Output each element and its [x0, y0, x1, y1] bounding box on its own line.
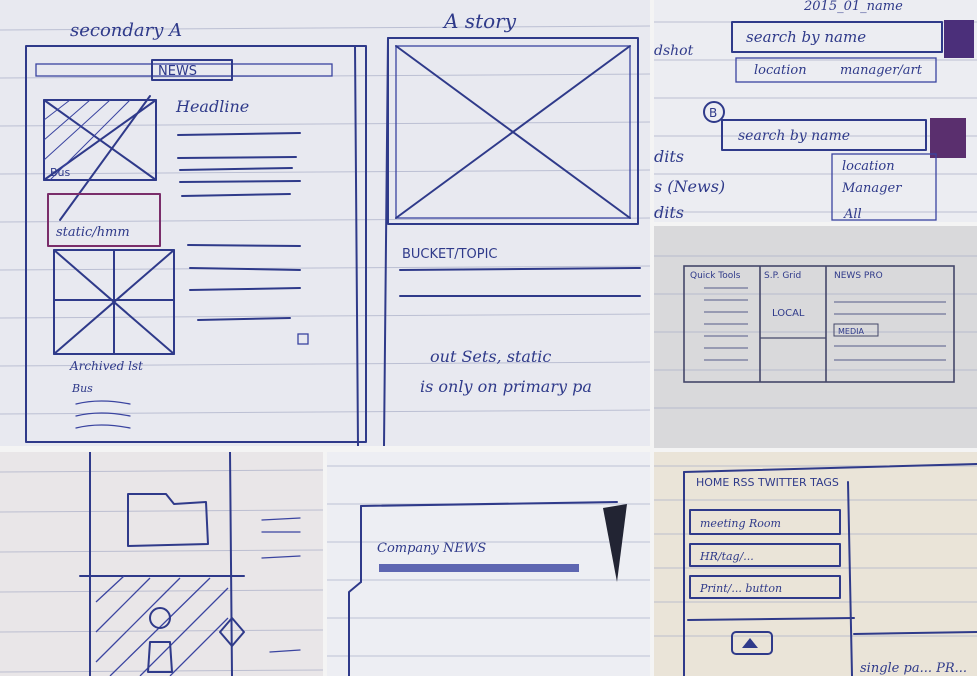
tab-a-1: location — [754, 63, 807, 78]
headline-label: Headline — [175, 97, 249, 116]
note-line-1: out Sets, static — [430, 347, 551, 366]
btn-1: meeting Room — [700, 517, 781, 530]
dark-square — [944, 20, 974, 58]
col1-title: Quick Tools — [690, 271, 741, 281]
nav-row: HOME RSS TWITTER TAGS — [696, 476, 839, 489]
diamond-icon — [219, 617, 245, 647]
col3-tag: MEDIA — [838, 327, 864, 336]
photo-company-news-sketch: Company NEWS — [327, 452, 650, 676]
tab-a-2: manager/art — [840, 63, 923, 78]
dark-wedge — [603, 504, 627, 582]
photo-secondary-a-sketch: secondary A NEWS Headline Bus static/hmm… — [0, 0, 650, 446]
archive-label: Archived lst — [69, 359, 143, 373]
col2-title: S.P. Grid — [764, 271, 801, 281]
left-partial-3: dits — [654, 203, 684, 222]
dropdown-b-3: All — [843, 207, 862, 222]
search-b-text: search by name — [738, 128, 850, 144]
static-label: static/hmm — [56, 225, 130, 240]
photo-folder-avatar-sketch — [0, 452, 323, 676]
archive-sub: Bus — [71, 382, 93, 395]
up-arrow-icon — [742, 638, 758, 648]
photo-search-sketch: 2015_01_name dshot search by name locati… — [654, 0, 977, 222]
left-partial-2: s (News) — [654, 177, 725, 196]
dark-square-b — [930, 118, 966, 158]
dropdown-b-1: location — [842, 159, 895, 174]
bucket-topic-label: BUCKET/TOPIC — [402, 247, 498, 262]
sidebar-partial: dshot — [654, 43, 694, 59]
bottom-note: single pa... PR... — [860, 661, 967, 676]
dropdown-b-2: Manager — [841, 181, 902, 196]
avatar-icon — [149, 607, 171, 629]
col3-title: NEWS PRO — [834, 271, 883, 281]
title-a-story: A story — [442, 9, 517, 33]
note-line-2: is only on primary pa — [420, 377, 592, 396]
marker-b: B — [709, 106, 717, 120]
left-partial-1: dits — [654, 147, 684, 166]
btn-2: HR/tag/... — [699, 550, 754, 563]
company-news-heading: Company NEWS — [377, 541, 486, 556]
col2-body: LOCAL — [772, 308, 805, 319]
photo-home-rss-sketch: HOME RSS TWITTER TAGS meeting Room HR/ta… — [654, 452, 977, 676]
title-secondary-a: secondary A — [70, 20, 182, 41]
bus-label: Bus — [50, 166, 71, 179]
folder-icon — [127, 493, 209, 547]
search-a-text: search by name — [746, 28, 866, 46]
btn-3: Print/... button — [699, 582, 782, 595]
news-label: NEWS — [158, 64, 197, 79]
photo-three-column-sketch: Quick Tools S.P. Grid NEWS PRO LOCAL MED… — [654, 226, 977, 448]
top-partial: 2015_01_name — [803, 0, 903, 14]
